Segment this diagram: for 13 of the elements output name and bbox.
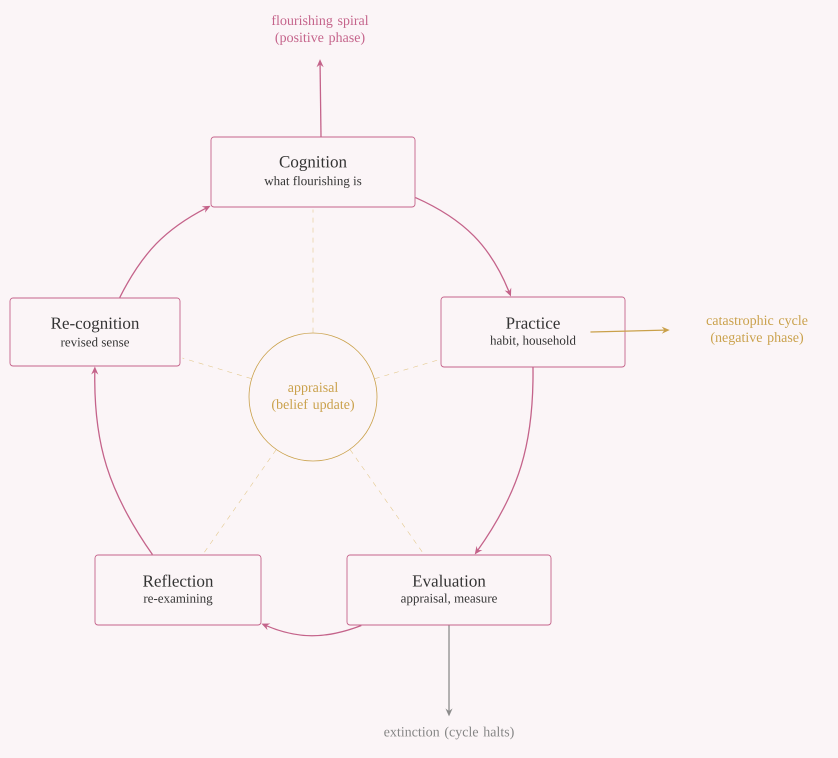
outcome-label: extinction (cycle halts) <box>384 726 514 740</box>
stage-box: Evaluation appraisal, measure <box>346 554 552 626</box>
outcome-label: catastrophic cycle (negative phase) <box>706 315 808 345</box>
dashed-line <box>182 358 252 379</box>
stage-box: Cognition what flourishing is <box>210 136 416 208</box>
dashed-line <box>350 449 424 554</box>
dashed-line <box>312 209 314 333</box>
dashed-line <box>204 449 276 554</box>
dashed-line <box>374 360 439 380</box>
stage-box: Re-cognition revised sense <box>10 298 180 366</box>
outcome-label: flourishing spiral (positive phase) <box>272 15 368 45</box>
stage-box: Practice habit, household <box>440 296 626 368</box>
stage-box: Reflection re-examining <box>94 554 262 626</box>
